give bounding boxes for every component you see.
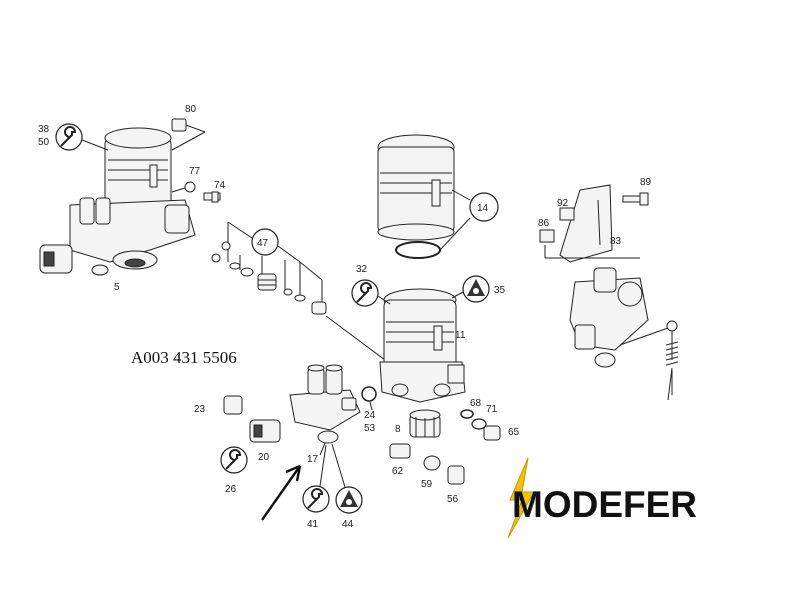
arrow-pointer-icon	[261, 464, 302, 521]
seal-kit-47: 47	[211, 221, 386, 361]
callout-20: 20	[258, 452, 270, 463]
callout-65: 65	[508, 427, 520, 438]
callout-32: 32	[356, 264, 368, 275]
callout-35: 35	[494, 285, 506, 296]
right-bracket-valve-assembly: 92 89 86 83	[538, 177, 679, 401]
callout-56: 56	[447, 494, 459, 505]
callout-74: 74	[214, 180, 226, 191]
wrench-icon	[302, 485, 330, 513]
center-small-parts: 24 53 8 62 59 56 68 71 65	[361, 386, 520, 505]
valve-assembly-17: 17 23 20 26 41 44	[194, 364, 363, 530]
callout-38: 38	[38, 124, 50, 135]
callout-86: 86	[538, 218, 550, 229]
callout-50: 50	[38, 137, 50, 148]
callout-44: 44	[342, 519, 354, 530]
callout-group-left: 80 38 50 77 74 5	[38, 104, 226, 293]
callout-47: 47	[257, 238, 269, 249]
brand-logo: MODEFER	[507, 457, 697, 539]
callout-17: 17	[307, 454, 319, 465]
callout-92: 92	[557, 198, 569, 209]
wrench-icon	[351, 279, 379, 307]
callout-80: 80	[185, 104, 197, 115]
callout-24: 24	[364, 410, 376, 421]
callout-62: 62	[392, 466, 404, 477]
callout-89: 89	[640, 177, 652, 188]
part-number: A003 431 5506	[131, 348, 237, 367]
wrench-icon	[220, 446, 248, 474]
callout-68: 68	[470, 398, 482, 409]
callout-53: 53	[364, 423, 376, 434]
callout-5: 5	[114, 282, 120, 293]
callout-59: 59	[421, 479, 433, 490]
callout-41: 41	[307, 519, 319, 530]
callout-71: 71	[486, 404, 498, 415]
callout-23: 23	[194, 404, 206, 415]
callout-14: 14	[477, 203, 489, 214]
wrench-icon	[55, 123, 83, 151]
triangle-torque-icon	[335, 486, 363, 514]
callout-83: 83	[610, 236, 622, 247]
triangle-torque-icon	[462, 275, 490, 303]
callout-26: 26	[225, 484, 237, 495]
callout-77: 77	[189, 166, 201, 177]
center-air-dryer-11: 11 32 35	[351, 264, 506, 403]
callout-8: 8	[395, 424, 401, 435]
brand-name: MODEFER	[512, 484, 697, 525]
callout-11: 11	[455, 330, 466, 341]
dryer-cartridge-14: 14	[377, 134, 499, 259]
lightning-bolt-icon	[507, 457, 535, 539]
left-air-dryer-assembly	[39, 127, 196, 276]
